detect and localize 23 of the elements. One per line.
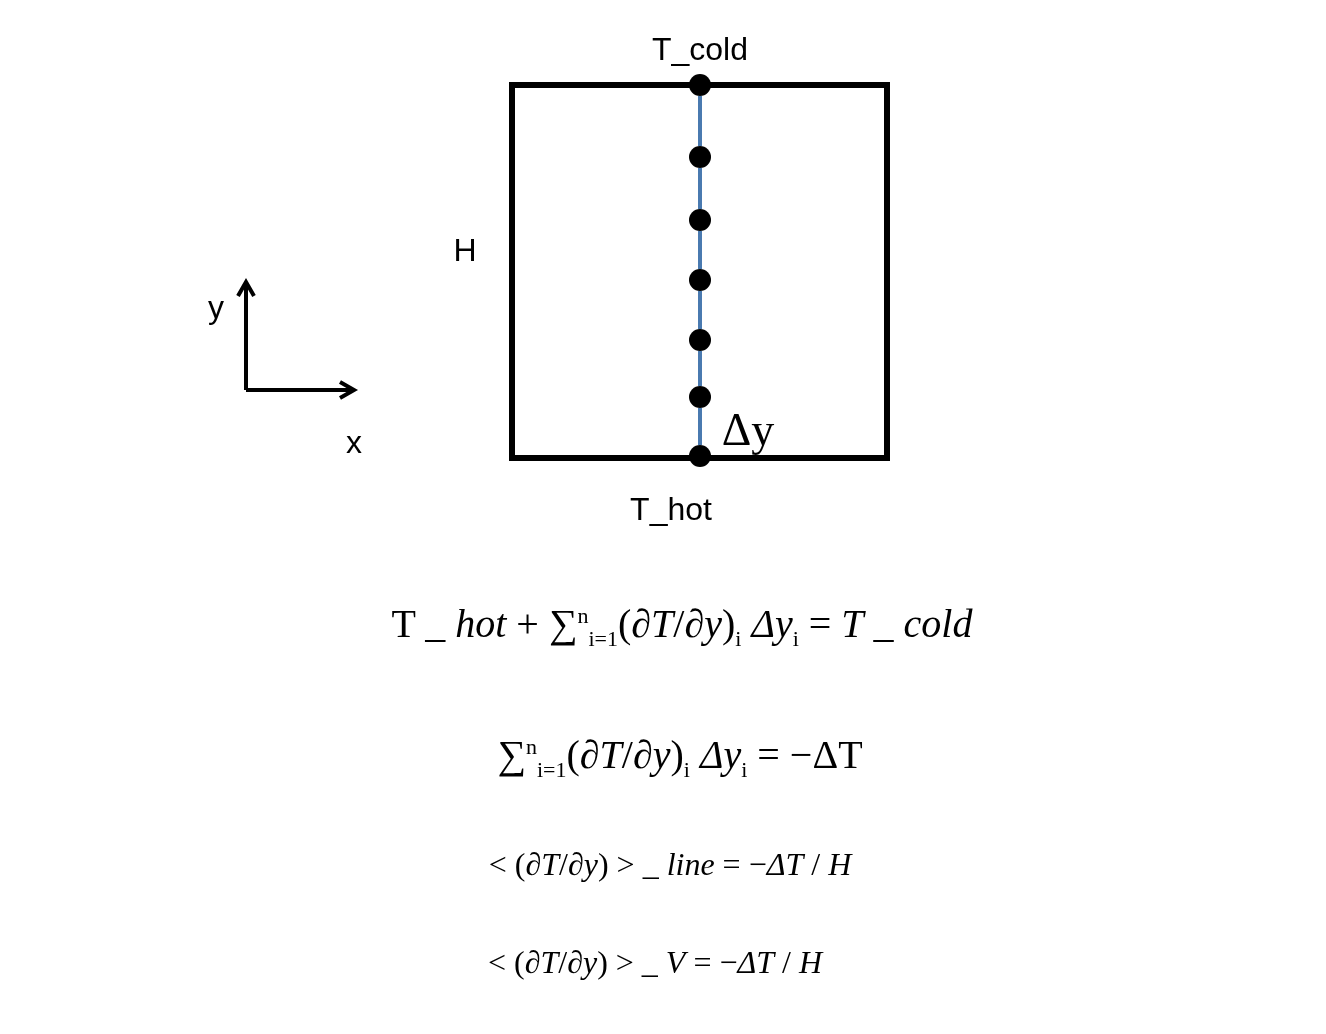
- grid-point: [689, 209, 711, 231]
- grid-point: [689, 445, 711, 467]
- equation: T _ hot + ∑$^{n}$$_{i=1}$(∂T/∂y)$_{i}$ Δy$_{i}$ = T _ cold: [391, 602, 973, 652]
- vertical-line: [698, 291, 702, 329]
- label: H: [453, 233, 477, 269]
- equation: < (∂T/∂y) > _ line = −ΔT / H: [488, 847, 852, 883]
- grid-point: [689, 269, 711, 291]
- vertical-line: [698, 96, 702, 146]
- equation: < (∂T/∂y) > _ V = −ΔT / H: [487, 945, 823, 981]
- grid-point: [689, 74, 711, 96]
- grid-point: [689, 146, 711, 168]
- grid-point: [689, 329, 711, 351]
- label: x: [346, 425, 362, 461]
- label: T_cold: [652, 32, 748, 68]
- label: y: [208, 290, 224, 326]
- vertical-line: [698, 351, 702, 386]
- label: T_hot: [630, 492, 712, 528]
- equation: ∑$^{n}$$_{i=1}$(∂T/∂y)$_{i}$ Δy$_{i}$ = −ΔT: [497, 733, 863, 783]
- grid-point: [689, 386, 711, 408]
- label: Δy: [721, 404, 775, 456]
- vertical-line: [698, 168, 702, 209]
- vertical-line: [698, 231, 702, 269]
- vertical-line: [698, 408, 702, 445]
